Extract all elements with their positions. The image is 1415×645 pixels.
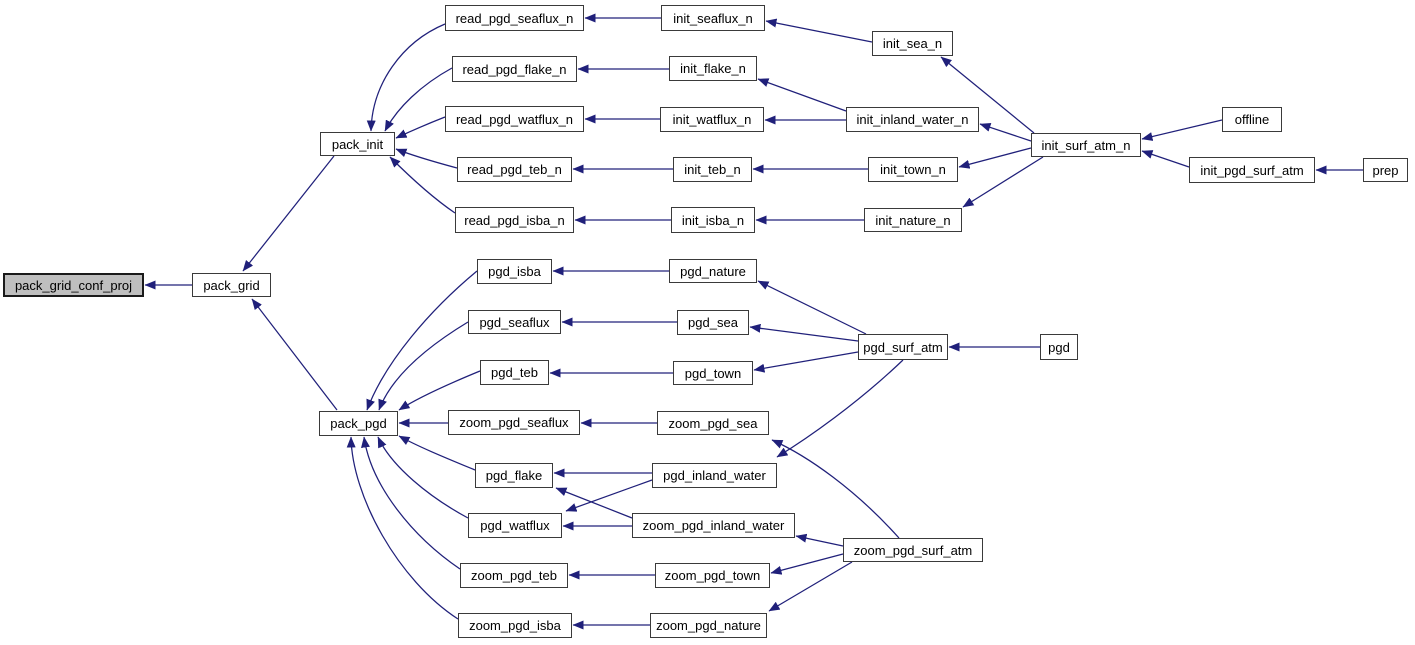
node-init_sea_n[interactable]: init_sea_n [872,31,953,56]
edge-read_pgd_seaflux_n-to-pack_init [366,23,446,132]
edge-init_surf_atm_n-to-init_town_n [958,147,1032,169]
node-zoom_pgd_inland_water[interactable]: zoom_pgd_inland_water [632,513,795,538]
edge-init_inland_water_n-to-init_flake_n [757,78,847,112]
node-pgd_seaflux[interactable]: pgd_seaflux [468,310,561,334]
node-pgd_town[interactable]: pgd_town [673,361,753,385]
edge-pgd_teb-to-pack_pgd [398,370,481,411]
node-read_pgd_seaflux_n[interactable]: read_pgd_seaflux_n [445,5,584,31]
edge-init_surf_atm_n-to-init_nature_n [962,156,1044,208]
node-pgd[interactable]: pgd [1040,334,1078,360]
node-pack_pgd[interactable]: pack_pgd [319,411,398,436]
edge-zoom_pgd_surf_atm-to-zoom_pgd_town [770,553,844,575]
node-pack_init[interactable]: pack_init [320,132,395,156]
node-zoom_pgd_seaflux[interactable]: zoom_pgd_seaflux [448,410,580,435]
node-init_isba_n[interactable]: init_isba_n [671,207,755,233]
edge-offline-to-init_surf_atm_n [1141,119,1223,141]
node-zoom_pgd_teb[interactable]: zoom_pgd_teb [460,563,568,588]
node-read_pgd_flake_n[interactable]: read_pgd_flake_n [452,56,577,82]
edge-pack_pgd-to-pack_grid [251,298,338,411]
edge-pgd_isba-to-pack_pgd [366,270,478,411]
edge-pgd_seaflux-to-pack_pgd [378,321,469,411]
edge-pack_init-to-pack_grid [242,155,335,272]
edge-zoom_pgd_teb-to-pack_pgd [361,436,461,570]
node-init_seaflux_n[interactable]: init_seaflux_n [661,5,765,31]
node-pgd_sea[interactable]: pgd_sea [677,310,749,335]
edge-zoom_pgd_inland_water-to-pgd_flake [555,487,633,519]
node-init_watflux_n[interactable]: init_watflux_n [660,107,764,132]
node-init_surf_atm_n[interactable]: init_surf_atm_n [1031,133,1141,157]
edge-read_pgd_isba_n-to-pack_init [389,156,456,214]
node-init_flake_n[interactable]: init_flake_n [669,56,757,81]
node-init_pgd_surf_atm[interactable]: init_pgd_surf_atm [1189,157,1315,183]
edge-init_surf_atm_n-to-init_sea_n [940,56,1035,134]
edge-zoom_pgd_surf_atm-to-zoom_pgd_inland_water [795,533,844,547]
node-zoom_pgd_nature[interactable]: zoom_pgd_nature [650,613,767,638]
node-pack_grid_conf_proj: pack_grid_conf_proj [3,273,144,297]
node-prep[interactable]: prep [1363,158,1408,182]
node-pgd_teb[interactable]: pgd_teb [480,360,549,385]
node-init_teb_n[interactable]: init_teb_n [673,157,752,182]
edge-pgd_flake-to-pack_pgd [398,435,476,471]
node-pack_grid[interactable]: pack_grid [192,273,271,297]
node-zoom_pgd_town[interactable]: zoom_pgd_town [655,563,770,588]
node-pgd_flake[interactable]: pgd_flake [475,463,553,488]
edge-zoom_pgd_surf_atm-to-zoom_pgd_sea [771,439,900,539]
edge-pgd_surf_atm-to-pgd_nature [757,280,867,335]
node-init_inland_water_n[interactable]: init_inland_water_n [846,107,979,132]
node-pgd_watflux[interactable]: pgd_watflux [468,513,562,538]
edge-pgd_watflux-to-pack_pgd [377,436,469,519]
node-init_town_n[interactable]: init_town_n [868,157,958,182]
node-init_nature_n[interactable]: init_nature_n [864,208,962,232]
node-pgd_isba[interactable]: pgd_isba [477,259,552,284]
edge-pgd_surf_atm-to-pgd_town [753,351,859,373]
edge-init_pgd_surf_atm-to-init_surf_atm_n [1141,150,1190,168]
node-zoom_pgd_isba[interactable]: zoom_pgd_isba [458,613,572,638]
node-zoom_pgd_surf_atm[interactable]: zoom_pgd_surf_atm [843,538,983,562]
edge-pgd_surf_atm-to-pgd_inland_water [776,359,904,458]
node-read_pgd_isba_n[interactable]: read_pgd_isba_n [455,207,574,233]
node-read_pgd_watflux_n[interactable]: read_pgd_watflux_n [445,106,584,132]
node-pgd_surf_atm[interactable]: pgd_surf_atm [858,334,948,360]
edge-init_sea_n-to-init_seaflux_n [765,18,873,43]
edge-init_surf_atm_n-to-init_inland_water_n [979,123,1032,142]
edge-read_pgd_teb_n-to-pack_init [395,148,458,169]
node-offline[interactable]: offline [1222,107,1282,132]
node-pgd_nature[interactable]: pgd_nature [669,259,757,283]
edge-read_pgd_watflux_n-to-pack_init [395,116,446,139]
edge-zoom_pgd_surf_atm-to-zoom_pgd_nature [768,561,853,612]
node-zoom_pgd_sea[interactable]: zoom_pgd_sea [657,411,769,435]
edge-pgd_inland_water-to-pgd_watflux [565,479,653,512]
node-pgd_inland_water[interactable]: pgd_inland_water [652,463,777,488]
edge-zoom_pgd_isba-to-pack_pgd [346,436,459,620]
edge-pgd_surf_atm-to-pgd_sea [749,323,859,342]
edge-read_pgd_flake_n-to-pack_init [384,67,453,132]
node-read_pgd_teb_n[interactable]: read_pgd_teb_n [457,157,572,182]
